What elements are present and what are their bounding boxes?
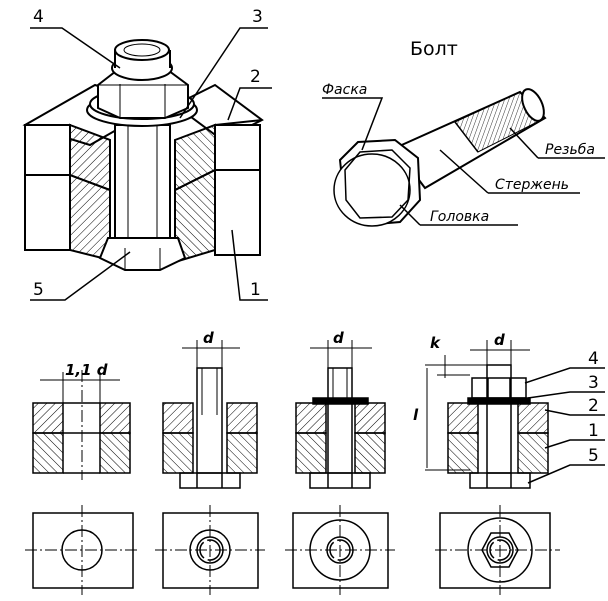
- section-callout-5: 5: [588, 446, 599, 466]
- label-chamfer: Фаска: [322, 82, 367, 98]
- plate2-front-right: [214, 124, 261, 171]
- dim-hole: 1,1 d: [65, 361, 108, 379]
- plan-views: [25, 505, 560, 595]
- bolt-shank-iso: [114, 124, 171, 251]
- section-bolt: [162, 340, 258, 489]
- callout-4: 4: [33, 7, 44, 27]
- section-hole: [32, 370, 131, 480]
- section-views: [25, 340, 605, 595]
- section-bolt-washer: [295, 340, 386, 489]
- label-head: Головка: [430, 209, 489, 225]
- section-callout-1: 1: [588, 421, 599, 441]
- dim-k: k: [430, 334, 441, 352]
- callout-5: 5: [33, 280, 44, 300]
- section-callout-4: 4: [588, 349, 599, 369]
- bolt-drawing: [333, 88, 547, 227]
- dim-d-3: d: [494, 331, 505, 349]
- section-full: [425, 340, 549, 489]
- plate2-front-left: [24, 124, 71, 176]
- section-callout-2: 2: [588, 396, 599, 416]
- callout-1: 1: [250, 280, 261, 300]
- assembly-leaders: [30, 27, 272, 301]
- plate1-front-right: [214, 169, 261, 256]
- section-callout-3: 3: [588, 373, 599, 393]
- callout-2: 2: [250, 67, 261, 87]
- bolt-leaders: [322, 97, 605, 226]
- plate1-front-left: [24, 174, 71, 251]
- label-thread: Резьба: [545, 142, 595, 158]
- isometric-assembly: [22, 39, 264, 271]
- label-shank: Стержень: [495, 177, 569, 193]
- dim-l: l: [413, 406, 419, 424]
- dim-d-2: d: [333, 329, 344, 347]
- bolt-title: Болт: [410, 38, 458, 60]
- dim-d-1: d: [203, 329, 214, 347]
- callout-3: 3: [252, 7, 263, 27]
